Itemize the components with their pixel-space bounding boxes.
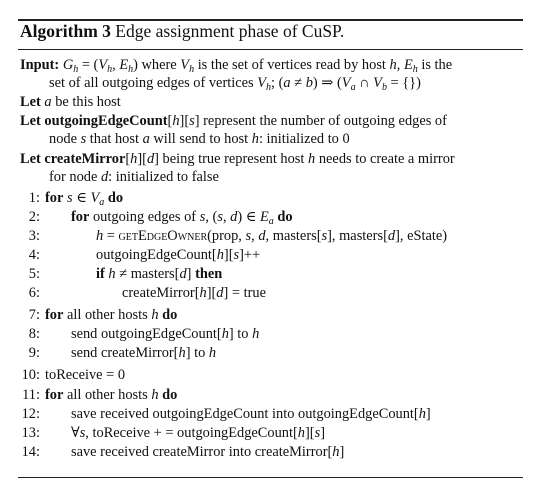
let2-text-c: will send to host [153, 131, 249, 147]
let3-name: createMirror [44, 151, 126, 167]
input-keyword: Input: [20, 57, 60, 73]
let-keyword: Let [20, 113, 41, 129]
line-text: save received createMirror into createMi… [71, 444, 333, 460]
input-text-b: is the set of vertices read by host [197, 57, 386, 73]
line-text: all other hosts [66, 307, 148, 323]
algorithm-block: Algorithm 3 Edge assignment phase of CuS… [18, 0, 523, 493]
line-number: 13: [21, 425, 40, 441]
input-line-1: Input: Gh = (Vh, Eh) where Vh is the set… [20, 57, 453, 75]
let1-text: be this host [55, 94, 121, 110]
line-text: (prop, [207, 228, 242, 244]
let-keyword: Let [20, 94, 41, 110]
line-number: 14: [21, 444, 40, 460]
line-text: save received outgoingEdgeCount into out… [71, 406, 419, 422]
line-text: all other hosts [66, 387, 148, 403]
line-number: 8: [28, 326, 40, 342]
line-number: 4: [28, 247, 40, 263]
do-keyword: do [162, 387, 178, 403]
let2-name: outgoingEdgeCount [44, 113, 168, 129]
let2-text: represent the number of outgoing edges o… [203, 113, 447, 129]
for-keyword: for [71, 209, 90, 225]
top-rule [18, 19, 523, 21]
for-keyword: for [45, 387, 64, 403]
line-text: toReceive = 0 [45, 367, 126, 383]
do-keyword: do [277, 209, 293, 225]
line-text: masters[ [272, 228, 322, 244]
line-text: ], masters[ [327, 228, 388, 244]
let-line-2: Let outgoingEdgeCount[h][s] represent th… [20, 113, 447, 129]
let2-text-d: : initialized to 0 [258, 131, 350, 147]
let3-text-b: needs to create a mirror [318, 151, 455, 167]
input-text-a: where [141, 57, 177, 73]
for-keyword: for [45, 190, 64, 206]
line-text: send createMirror[ [71, 345, 179, 361]
bottom-rule [18, 477, 523, 479]
line-number: 2: [28, 209, 40, 225]
input-line-2: set of all outgoing edges of vertices Vh… [49, 75, 421, 93]
do-keyword: do [162, 307, 178, 323]
line-text: send outgoingEdgeCount[ [71, 326, 222, 342]
line-text: toReceive + = outgoingEdgeCount[ [92, 425, 298, 441]
line-number: 11: [22, 387, 40, 403]
let2-text-b: that host [89, 131, 139, 147]
let3-text-d: : initialized to false [108, 169, 219, 185]
line-text: ] to [228, 326, 249, 342]
line-number: 10: [21, 367, 40, 383]
do-keyword: do [107, 190, 124, 206]
let3-text: being true represent host [162, 151, 305, 167]
let-keyword: Let [20, 151, 41, 167]
let-line-2b: node s that host a will send to host h: … [49, 131, 350, 147]
let-line-1: Let a be this host [20, 94, 121, 110]
line-number: 5: [28, 266, 40, 282]
line-number: 12: [21, 406, 40, 422]
let3-text-c: for node [49, 169, 98, 185]
let-line-3b: for node d: initialized to false [49, 169, 219, 185]
algorithm-label: Algorithm 3 [20, 21, 111, 41]
input-text-c: is the [421, 57, 453, 73]
for-keyword: for [45, 307, 64, 323]
line-number: 6: [28, 285, 40, 301]
line-number: 9: [28, 345, 40, 361]
line-number: 7: [28, 307, 40, 323]
line-text: outgoing edges of [92, 209, 197, 225]
line-text: createMirror[ [122, 285, 200, 301]
algorithm-title: Algorithm 3 Edge assignment phase of CuS… [20, 21, 344, 42]
title-rule [18, 49, 523, 50]
line-text: ], eState) [395, 228, 448, 244]
let-line-3: Let createMirror[h][d] being true repres… [20, 151, 455, 167]
line-number: 3: [28, 228, 40, 244]
line-text: outgoingEdgeCount[ [96, 247, 217, 263]
line-text: ] to [185, 345, 206, 361]
algorithm-caption: Edge assignment phase of CuSP. [115, 21, 345, 41]
function-name: getEdgeOwner [118, 228, 208, 244]
line-number: 1: [28, 190, 40, 206]
then-keyword: then [195, 266, 223, 282]
if-keyword: if [96, 266, 105, 282]
input-text-d: set of all outgoing edges of vertices [49, 75, 254, 91]
line-text: masters[ [130, 266, 180, 282]
